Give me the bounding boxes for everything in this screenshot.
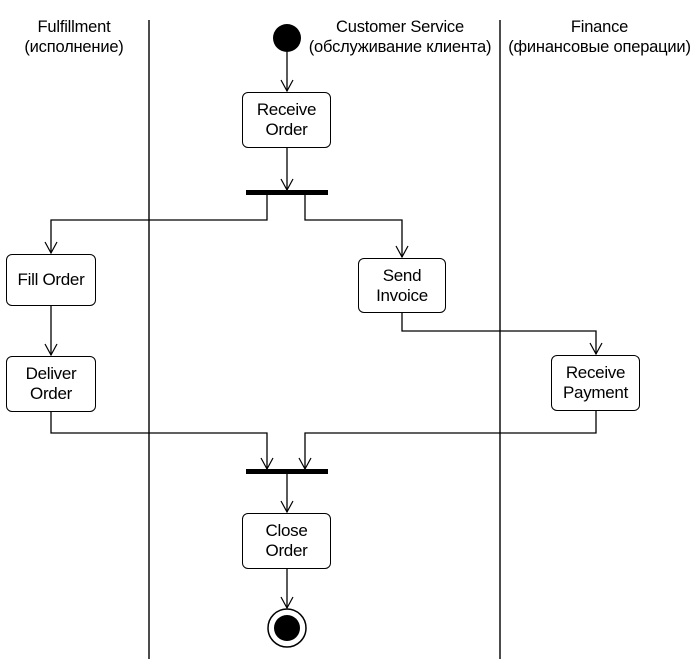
- lane-header-finance: Finance (финансовые операции): [500, 17, 699, 57]
- lane-subtitle-customer-service: (обслуживание клиента): [308, 38, 492, 56]
- flow-fork-to-fill-order: [44, 195, 268, 255]
- flow-fork-to-send-invoice: [304, 195, 409, 259]
- activity-close-order: Close Order: [242, 513, 331, 569]
- fork-bar: [246, 190, 328, 195]
- flow-receive-payment-to-join: [298, 411, 597, 471]
- lane-header-fulfillment: Fulfillment (исполнение): [0, 17, 148, 57]
- activity-receive-payment: Receive Payment: [551, 355, 640, 411]
- flow-deliver-order-to-join: [50, 412, 274, 471]
- final-node-dot: [274, 615, 300, 641]
- activity-fill-order: Fill Order: [6, 254, 96, 306]
- activity-deliver-order: Deliver Order: [6, 356, 96, 412]
- lane-subtitle-fulfillment: (исполнение): [24, 38, 124, 56]
- flow-send-invoice-to-receive-payment: [401, 313, 603, 356]
- lane-subtitle-finance: (финансовые операции): [508, 38, 691, 56]
- lane-title-fulfillment: Fulfillment: [37, 18, 111, 36]
- initial-node: [273, 24, 301, 52]
- join-bar: [246, 469, 328, 474]
- lane-title-finance: Finance: [570, 18, 629, 36]
- lane-header-customer-service: Customer Service (обслуживание клиента): [300, 17, 500, 57]
- lane-title-customer-service: Customer Service: [336, 18, 464, 36]
- activity-send-invoice: Send Invoice: [358, 258, 446, 313]
- activity-receive-order: Receive Order: [242, 92, 331, 148]
